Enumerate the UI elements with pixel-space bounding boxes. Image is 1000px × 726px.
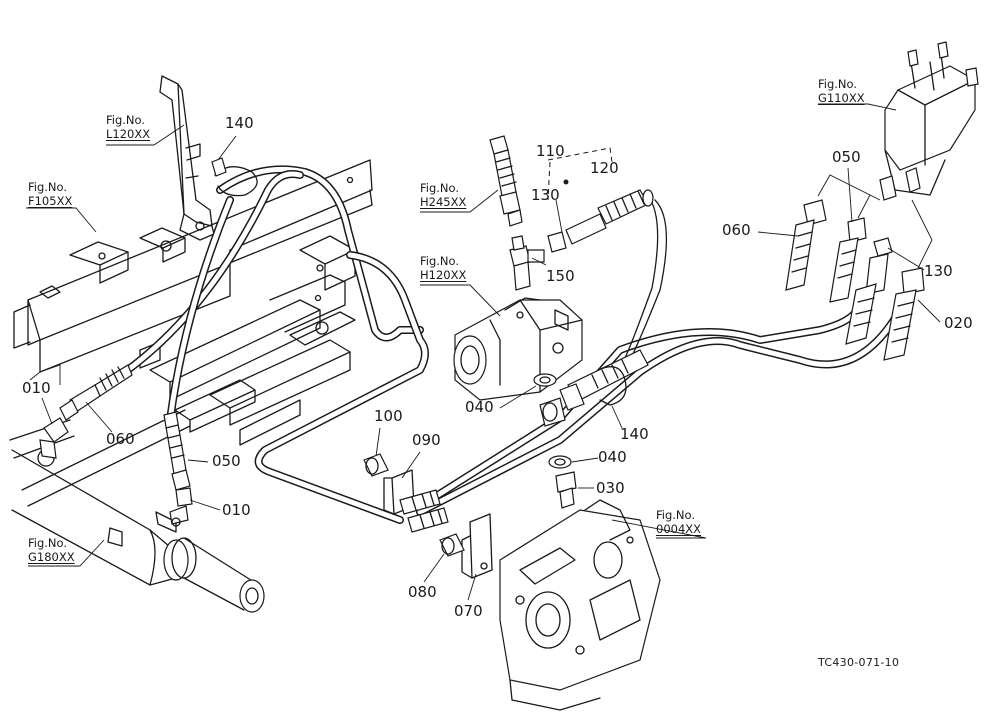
callout-110: 110: [536, 142, 565, 160]
callout-030: 030: [596, 479, 625, 497]
callout-070: 070: [454, 602, 483, 620]
fig-ref-label: Fig.No.: [420, 254, 460, 268]
callout-040-lower: 040: [598, 448, 627, 466]
fig-ref-code: G180XX: [28, 550, 75, 565]
callout-090: 090: [412, 431, 441, 449]
fig-ref-code: F105XX: [28, 194, 73, 209]
fig-ref-code: G110XX: [818, 91, 865, 106]
transmission-case: [499, 499, 661, 711]
callout-010-bottom: 010: [222, 501, 251, 519]
fig-ref-label: Fig.No.: [28, 536, 68, 550]
callout-140-mid: 140: [620, 425, 649, 443]
center-fittings: [363, 453, 493, 579]
callout-040-upper: 040: [465, 398, 494, 416]
fig-ref-h120: Fig.No. H120XX: [420, 254, 466, 283]
fig-ref-label: Fig.No.: [106, 113, 146, 127]
hydraulic-cylinder: [11, 449, 265, 613]
document-code: TC430-071-10: [818, 656, 900, 669]
fig-ref-code: H120XX: [420, 268, 467, 283]
fig-ref-label: Fig.No.: [656, 508, 696, 522]
valve-assembly: [489, 135, 654, 291]
fig-ref-g110: Fig.No. G110XX: [818, 77, 865, 106]
fig-ref-code: L120XX: [106, 127, 151, 142]
hydraulic-hoses: [121, 165, 904, 524]
callout-080: 080: [408, 583, 437, 601]
fig-ref-l120: Fig.No. L120XX: [106, 113, 150, 142]
callout-050-right: 050: [832, 148, 861, 166]
fig-ref-g180: Fig.No. G180XX: [28, 536, 75, 565]
fig-ref-label: Fig.No.: [28, 180, 68, 194]
callout-020: 020: [944, 314, 973, 332]
left-fittings: [39, 157, 227, 527]
fig-ref-0004: Fig.No. 0004XX: [656, 508, 701, 537]
callout-130-mid: 130: [531, 186, 560, 204]
fig-ref-label: Fig.No.: [818, 77, 858, 91]
callout-120: 120: [590, 159, 619, 177]
callout-060-right: 060: [722, 221, 751, 239]
callout-050-left: 050: [212, 452, 241, 470]
right-components: [785, 41, 979, 361]
callout-060-left: 060: [106, 430, 135, 448]
callout-130-right: 130: [924, 262, 953, 280]
fig-ref-code: 0004XX: [656, 522, 702, 537]
hydraulic-pump: [453, 297, 583, 401]
lever-bracket: [159, 75, 215, 241]
fig-ref-code: H245XX: [420, 195, 467, 210]
callout-010-left: 010: [22, 379, 51, 397]
fig-ref-f105: Fig.No. F105XX: [28, 180, 72, 209]
callout-140-top: 140: [225, 114, 254, 132]
fig-ref-label: Fig.No.: [420, 181, 460, 195]
callout-100: 100: [374, 407, 403, 425]
frame-assembly: [9, 159, 373, 507]
leader-lines: [26, 103, 941, 601]
check-valve: [533, 349, 649, 509]
callout-150: 150: [546, 267, 575, 285]
fig-ref-h245: Fig.No. H245XX: [420, 181, 466, 210]
